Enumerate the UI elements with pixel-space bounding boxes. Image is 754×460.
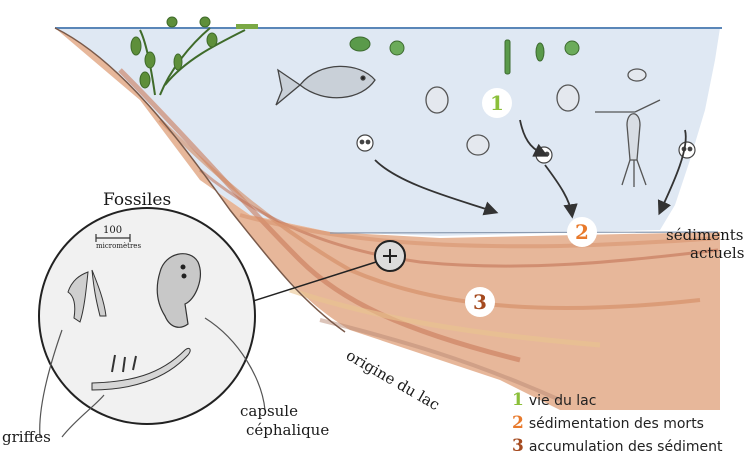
- legend-item-1: 1 vie du lac: [512, 390, 596, 410]
- stage-2-badge: 2: [567, 217, 597, 247]
- fossils-title: Fossiles: [103, 190, 171, 210]
- scale-value: 100: [103, 225, 122, 236]
- legend-text: accumulation des sédiment: [529, 439, 723, 455]
- head-capsule-label-line1: capsule: [240, 402, 298, 420]
- legend-number: 2: [512, 413, 524, 433]
- head-capsule-label-line2: céphalique: [246, 421, 329, 439]
- legend-number: 3: [512, 436, 524, 456]
- legend-number: 1: [512, 390, 524, 410]
- legend-item-2: 2 sédimentation des morts: [512, 413, 704, 433]
- stage-1-badge: 1: [482, 88, 512, 118]
- legend-item-3: 3 accumulation des sédiment: [512, 436, 722, 456]
- stage-3-badge: 3: [465, 287, 495, 317]
- scale-unit: micromètres: [96, 242, 141, 250]
- fossil-circle: [39, 208, 255, 424]
- current-sediments-label-line2: actuels: [690, 244, 744, 262]
- legend-text: sédimentation des morts: [529, 416, 704, 432]
- current-sediments-label-line1: sédiments: [666, 226, 743, 244]
- legend-text: vie du lac: [529, 393, 597, 409]
- claws-label: griffes: [2, 428, 51, 446]
